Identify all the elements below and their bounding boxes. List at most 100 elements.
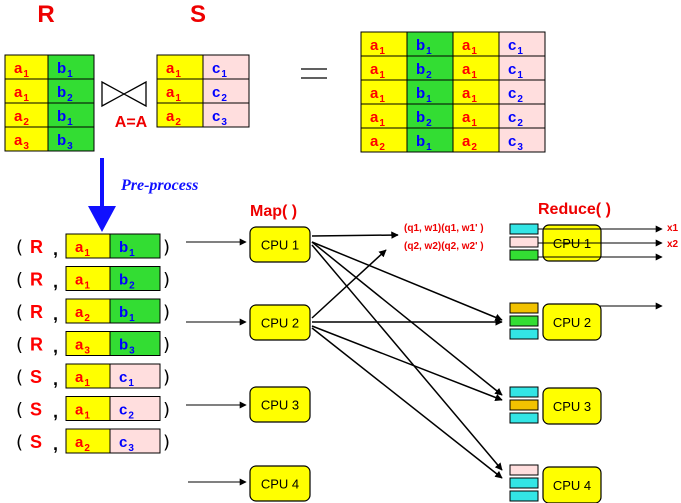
r-row-3-a: a3 bbox=[4, 126, 49, 152]
tuple-0-key: a1 bbox=[65, 233, 111, 259]
map-cpu-4-label: CPU 4 bbox=[261, 477, 299, 492]
tuple-comma: , bbox=[53, 369, 58, 389]
tuple-3-key: a3 bbox=[65, 331, 111, 357]
reduce-buffer-2-slot-0 bbox=[509, 302, 539, 314]
result-row-3-col-3: c2 bbox=[498, 103, 546, 129]
result-row-1-col-2: a1 bbox=[452, 55, 500, 81]
paren-close: ) bbox=[163, 270, 170, 291]
result-row-0-col-2: a1 bbox=[452, 31, 500, 57]
map-cpu-2-label: CPU 2 bbox=[261, 316, 299, 331]
reduce-cpu-3-label: CPU 3 bbox=[553, 399, 591, 414]
tuple-relation-tag: R bbox=[30, 237, 43, 257]
tuple-5-key: a1 bbox=[65, 396, 111, 422]
result-row-4-col-0: a2 bbox=[360, 127, 408, 153]
reduce-buffer-4-slot-1 bbox=[509, 477, 539, 489]
tuple-comma: , bbox=[53, 337, 58, 357]
paren-open: ( bbox=[16, 237, 23, 258]
reduce-buffer-2-slot-1 bbox=[509, 315, 539, 327]
r-row-0-a: a1 bbox=[4, 54, 49, 80]
relation-r-title: R bbox=[37, 1, 54, 28]
map-cpu-2: CPU 2 bbox=[249, 304, 311, 341]
join-condition: A=A bbox=[115, 114, 148, 131]
s-row-2-a: a2 bbox=[156, 102, 204, 128]
input-arrows bbox=[186, 238, 247, 486]
r-row-3-b: b3 bbox=[47, 126, 95, 152]
tuple-4-value: c1 bbox=[109, 363, 161, 389]
tuple-comma: , bbox=[53, 402, 58, 422]
tuple-1-value: b2 bbox=[109, 266, 161, 292]
paren-open: ( bbox=[16, 270, 23, 291]
result-row-3-col-2: a1 bbox=[452, 103, 500, 129]
tuple-2-key: a2 bbox=[65, 298, 111, 324]
preprocess-arrow-icon bbox=[88, 158, 116, 232]
map-label: Map( ) bbox=[250, 203, 297, 220]
preprocess-label: Pre-process bbox=[120, 177, 198, 194]
map-cpus: CPU 1 CPU 2 CPU 3 CPU 4 bbox=[249, 226, 311, 502]
s-row-0-c: c1 bbox=[202, 54, 250, 80]
equals-icon bbox=[301, 68, 327, 79]
shuffle-arrows bbox=[311, 231, 503, 479]
result-row-1-col-1: b2 bbox=[406, 55, 454, 81]
tuple-2-value: b1 bbox=[109, 298, 161, 324]
paren-open: ( bbox=[16, 302, 23, 323]
result-row-1-col-0: a1 bbox=[360, 55, 408, 81]
reduce-label: Reduce( ) bbox=[538, 201, 611, 218]
reduce-cpu-4-label: CPU 4 bbox=[553, 478, 591, 493]
paren-close: ) bbox=[163, 335, 170, 356]
tuple-3-value: b3 bbox=[109, 331, 161, 357]
r-row-2-b: b1 bbox=[47, 102, 95, 128]
reduce-buffer-3-slot-1 bbox=[509, 399, 539, 411]
r-row-2-a: a2 bbox=[4, 102, 49, 128]
reduce-cpu-4: CPU 4 bbox=[542, 466, 602, 503]
result-row-1-col-3: c1 bbox=[498, 55, 546, 81]
s-row-0-a: a1 bbox=[156, 54, 204, 80]
tuple-relation-tag: S bbox=[30, 367, 42, 387]
r-row-1-b: b2 bbox=[47, 78, 95, 104]
paren-close: ) bbox=[163, 400, 170, 421]
reduce-buffers bbox=[509, 223, 539, 502]
s-row-2-c: c3 bbox=[202, 102, 250, 128]
tuple-1-key: a1 bbox=[65, 266, 111, 292]
reduce-buffer-1-slot-0 bbox=[509, 223, 539, 235]
result-row-0-col-1: b1 bbox=[406, 31, 454, 57]
result-row-0-col-0: a1 bbox=[360, 31, 408, 57]
reduce-buffer-1-slot-1 bbox=[509, 236, 539, 248]
relation-s-title: S bbox=[190, 1, 206, 28]
paren-open: ( bbox=[16, 335, 23, 356]
map-cpu-1-label: CPU 1 bbox=[261, 238, 299, 253]
result-row-3-col-0: a1 bbox=[360, 103, 408, 129]
map-cpu-3: CPU 3 bbox=[249, 386, 311, 423]
result-row-2-col-2: a1 bbox=[452, 79, 500, 105]
map-cpu-3-label: CPU 3 bbox=[261, 398, 299, 413]
tuple-relation-tag: S bbox=[30, 400, 42, 420]
tuple-relation-tag: R bbox=[30, 270, 43, 290]
reduce-buffer-4-slot-0 bbox=[509, 464, 539, 476]
map-cpu-1: CPU 1 bbox=[249, 226, 311, 263]
result-row-0-col-3: c1 bbox=[498, 31, 546, 57]
tuple-comma: , bbox=[53, 304, 58, 324]
join-symbol-icon bbox=[101, 80, 147, 108]
paren-open: ( bbox=[16, 367, 23, 388]
map-cpu-4: CPU 4 bbox=[249, 465, 311, 502]
result-row-4-col-3: c3 bbox=[498, 127, 546, 153]
tuple-6-value: c3 bbox=[109, 428, 161, 454]
output-x1: x1 bbox=[667, 223, 679, 234]
tuple-relation-tag: S bbox=[30, 432, 42, 452]
reduce-buffer-3-slot-0 bbox=[509, 386, 539, 398]
tuple-6-key: a2 bbox=[65, 428, 111, 454]
reduce-cpu-2: CPU 2 bbox=[542, 303, 602, 341]
reduce-cpu-2-label: CPU 2 bbox=[553, 315, 591, 330]
output-arrows bbox=[538, 225, 663, 310]
r-row-0-b: b1 bbox=[47, 54, 95, 80]
reduce-buffer-2-slot-2 bbox=[509, 328, 539, 340]
tuple-5-value: c2 bbox=[109, 396, 161, 422]
